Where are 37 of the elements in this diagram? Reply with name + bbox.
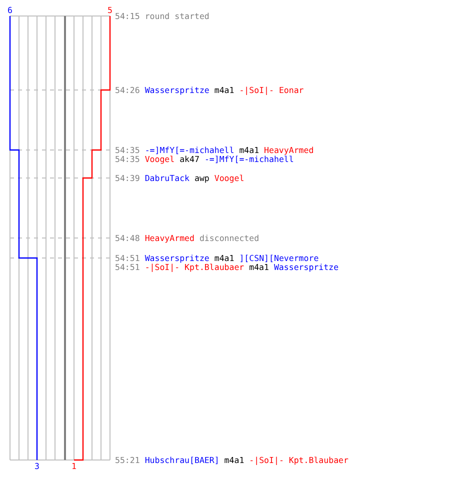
timestamp: 54:35 [115,144,140,154]
weapon-name: ak47 [180,154,200,164]
timestamp: 54:26 [115,84,140,94]
player-name: -=]MfY[=-michahell [144,144,234,154]
player-name: Wasserspritze [144,84,210,94]
player-name: Hubschrau[BAER] [144,454,220,464]
timestamp: 54:48 [115,232,140,242]
player-name: -|SoI|- Eonar [239,84,304,94]
team-count: 1 [72,462,76,470]
player-name: Wasserspritze [274,262,339,272]
player-name: -|SoI|- Kpt.Blaubaer [144,262,244,272]
weapon-name: m4a1 [224,454,244,464]
player-name: Wasserspritze [144,252,210,262]
timestamp: 54:39 [115,172,140,182]
player-name: Voogel [214,172,244,182]
team-count: 6 [8,6,12,14]
timestamp: 54:51 [115,252,140,262]
player-name: Voogel [144,154,175,164]
timestamp: 54:35 [115,154,140,164]
player-name: HeavyArmed [144,232,194,242]
weapon-name: m4a1 [214,84,234,94]
weapon-name: awp [194,172,210,182]
weapon-name: m4a1 [239,144,260,154]
team-count: 3 [34,462,40,470]
player-name: HeavyArmed [264,144,314,154]
event-text: round started [144,10,210,20]
timestamp: 54:51 [115,262,140,272]
event-text: disconnected [199,232,260,242]
weapon-name: m4a1 [249,262,269,272]
timestamp: 55:21 [115,454,140,464]
player-name: -=]MfY[=-michahell [204,154,294,164]
player-name: DabruTack [144,172,190,182]
team-count: 5 [108,6,112,14]
player-name: -|SoI|- Kpt.Blaubaer [249,454,348,464]
player-name: ][CSN][Nevermore [239,252,319,262]
timestamp: 54:15 [115,10,140,20]
weapon-name: m4a1 [214,252,234,262]
